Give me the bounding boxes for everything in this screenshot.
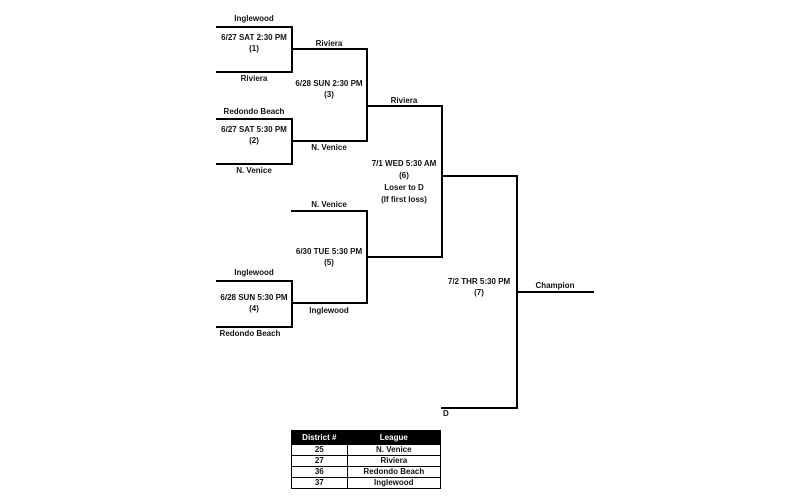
league-name: Redondo Beach xyxy=(346,466,442,478)
game2-team-top: Redondo Beach xyxy=(223,107,285,116)
game3-team-bottom: N. Venice xyxy=(311,143,347,152)
game3-top-line xyxy=(291,48,367,50)
game6-note-loser: Loser to D xyxy=(384,183,424,192)
game7-date: 7/2 THR 5:30 PM xyxy=(447,277,511,286)
game2-date: 6/27 SAT 5:30 PM xyxy=(221,125,287,134)
district-number: 37 xyxy=(291,477,348,489)
league-name: N. Venice xyxy=(346,444,442,456)
game4-team-bottom: Redondo Beach xyxy=(219,329,281,338)
champion-label: Champion xyxy=(535,281,575,290)
table-row: 37 Inglewood xyxy=(291,477,442,489)
game5-team-top: N. Venice xyxy=(311,200,347,209)
game6-date: 7/1 WED 5:30 AM xyxy=(371,159,437,168)
game5-top-line xyxy=(291,210,367,212)
game6-top-line xyxy=(366,105,442,107)
game2-number: (2) xyxy=(249,136,259,145)
district-number: 25 xyxy=(291,444,348,456)
game6-connector xyxy=(441,105,443,258)
game6-number: (6) xyxy=(399,171,409,180)
game4-team-top: Inglewood xyxy=(234,268,274,277)
game5-bottom-line xyxy=(291,302,367,304)
game6-team-top: Riviera xyxy=(390,96,418,105)
game1-number: (1) xyxy=(249,44,259,53)
game4-number: (4) xyxy=(249,304,259,313)
game3-date: 6/28 SUN 2:30 PM xyxy=(295,79,363,88)
game4-bottom-line xyxy=(216,326,292,328)
game4-date: 6/28 SUN 5:30 PM xyxy=(220,293,288,302)
game6-bottom-line xyxy=(366,256,442,258)
game1-top-line xyxy=(216,26,292,28)
table-row: 25 N. Venice xyxy=(291,444,442,456)
game2-team-bottom: N. Venice xyxy=(236,166,272,175)
legend-header-row: District # League xyxy=(291,430,442,445)
game4-connector xyxy=(291,280,293,328)
table-row: 36 Redondo Beach xyxy=(291,466,442,478)
game3-number: (3) xyxy=(324,90,334,99)
game6-note-first-loss: (If first loss) xyxy=(381,195,427,204)
game5-date: 6/30 TUE 5:30 PM xyxy=(295,247,363,256)
game3-connector xyxy=(366,48,368,142)
champion-line xyxy=(516,291,594,293)
league-name: Inglewood xyxy=(346,477,442,489)
game2-bottom-line xyxy=(216,163,292,165)
game3-bottom-line xyxy=(291,140,367,142)
district-number: 27 xyxy=(291,455,348,467)
game7-bottom-line xyxy=(441,407,517,409)
game4-top-line xyxy=(216,280,292,282)
game1-bottom-line xyxy=(216,71,292,73)
game5-number: (5) xyxy=(324,258,334,267)
legend-header-league: League xyxy=(346,430,442,445)
game7-top-line xyxy=(441,175,517,177)
game3-team-top: Riviera xyxy=(315,39,343,48)
league-name: Riviera xyxy=(346,455,442,467)
game1-team-bottom: Riviera xyxy=(240,74,268,83)
game1-date: 6/27 SAT 2:30 PM xyxy=(221,33,287,42)
district-number: 36 xyxy=(291,466,348,478)
game5-team-bottom: Inglewood xyxy=(309,306,349,315)
table-row: 27 Riviera xyxy=(291,455,442,467)
game2-top-line xyxy=(216,118,292,120)
game7-team-bottom: D xyxy=(443,409,449,418)
district-league-table: District # League 25 N. Venice 27 Rivier… xyxy=(291,430,442,489)
game7-number: (7) xyxy=(474,288,484,297)
legend-header-district: District # xyxy=(291,430,348,445)
game1-team-top: Inglewood xyxy=(234,14,274,23)
